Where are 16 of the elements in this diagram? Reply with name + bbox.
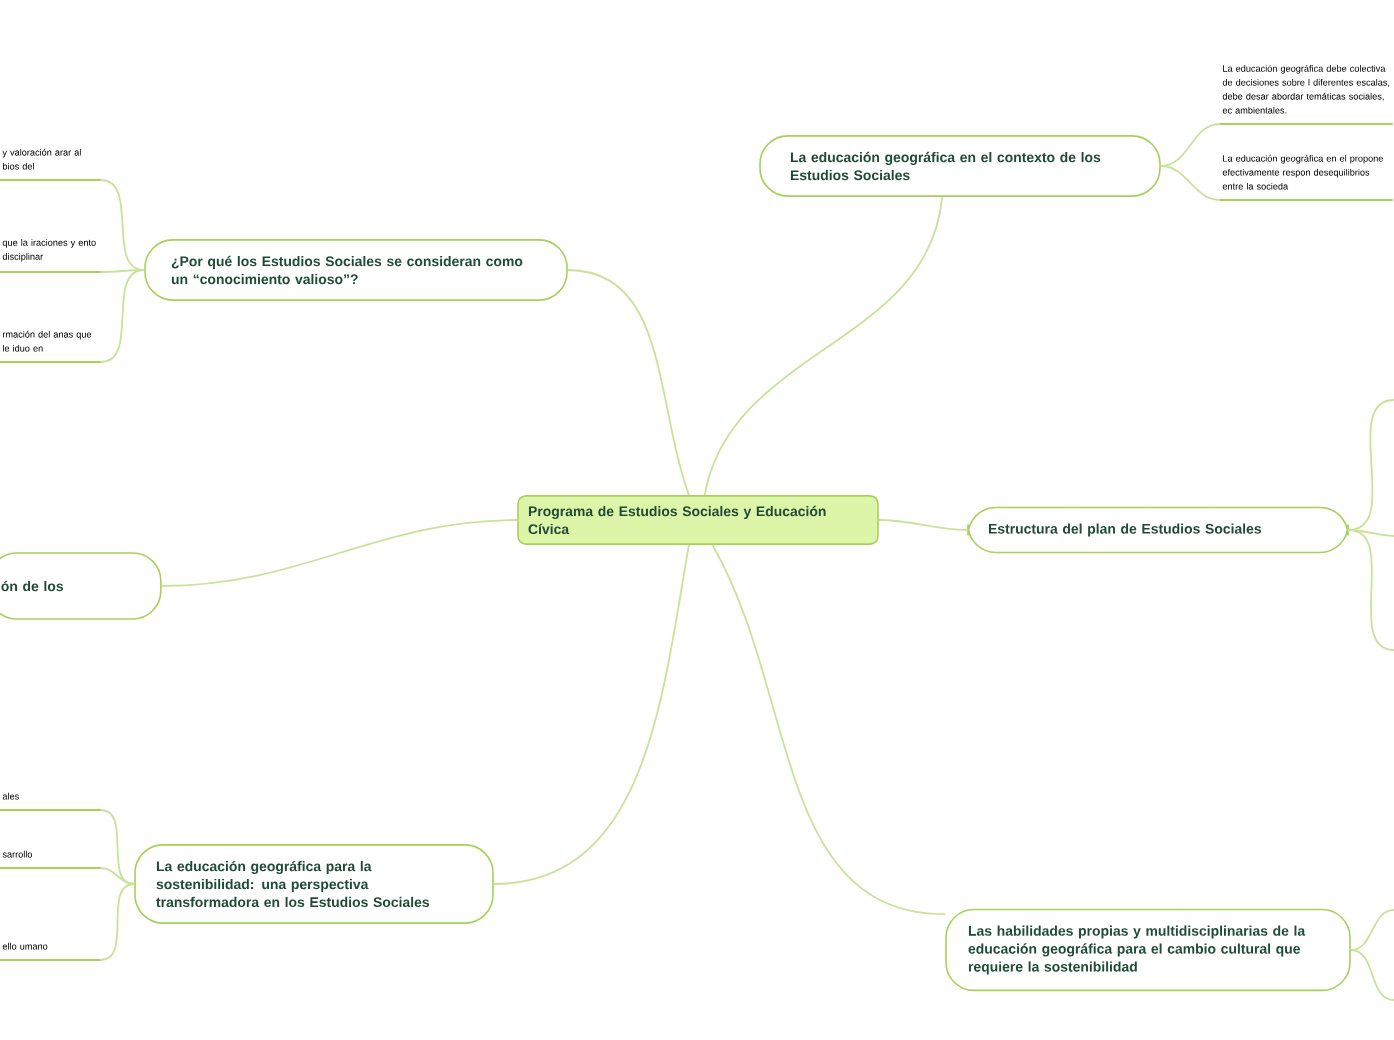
connector-line — [99, 179, 146, 271]
connector-line — [1159, 165, 1221, 201]
connector-line — [566, 269, 690, 496]
connector-line — [99, 883, 136, 961]
connector-line — [160, 519, 519, 587]
connector-line — [1349, 949, 1394, 1001]
connector-line — [1347, 529, 1394, 537]
connector-line — [711, 544, 947, 916]
connector-line — [703, 196, 944, 496]
connector-line — [877, 519, 969, 531]
connector-line — [99, 867, 136, 885]
connector-line — [492, 544, 690, 885]
connector-line — [1347, 529, 1394, 651]
connector-line — [1349, 909, 1394, 951]
connector-line — [99, 269, 146, 273]
connector-line — [99, 269, 146, 363]
